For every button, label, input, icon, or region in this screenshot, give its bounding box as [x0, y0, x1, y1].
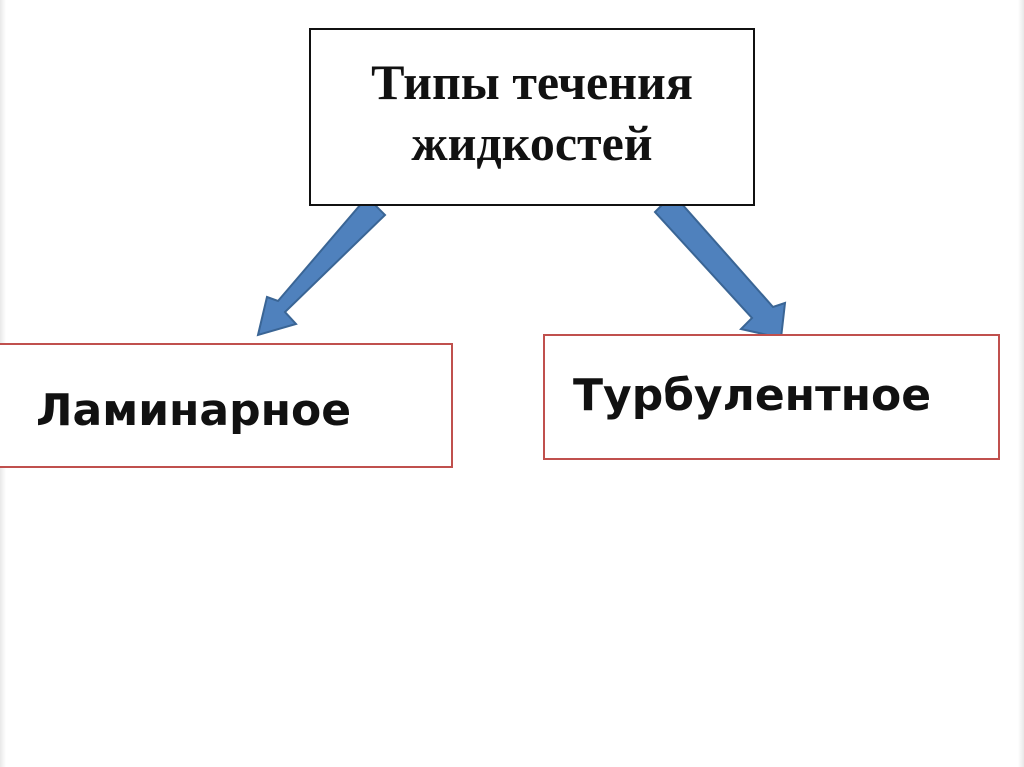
turbulent-node-label: Турбулентное: [573, 370, 932, 421]
laminar-node-box: Ламинарное: [0, 343, 453, 468]
arrow-down-left-icon: [256, 195, 387, 337]
laminar-node-label: Ламинарное: [36, 384, 352, 436]
right-edge-shade: [1018, 0, 1024, 767]
root-node-box: Типы течения жидкостей: [309, 28, 755, 206]
root-node-title: Типы течения жидкостей: [371, 54, 693, 171]
turbulent-node-box: Турбулентное: [543, 334, 1000, 460]
arrow-down-right-icon: [653, 192, 787, 340]
